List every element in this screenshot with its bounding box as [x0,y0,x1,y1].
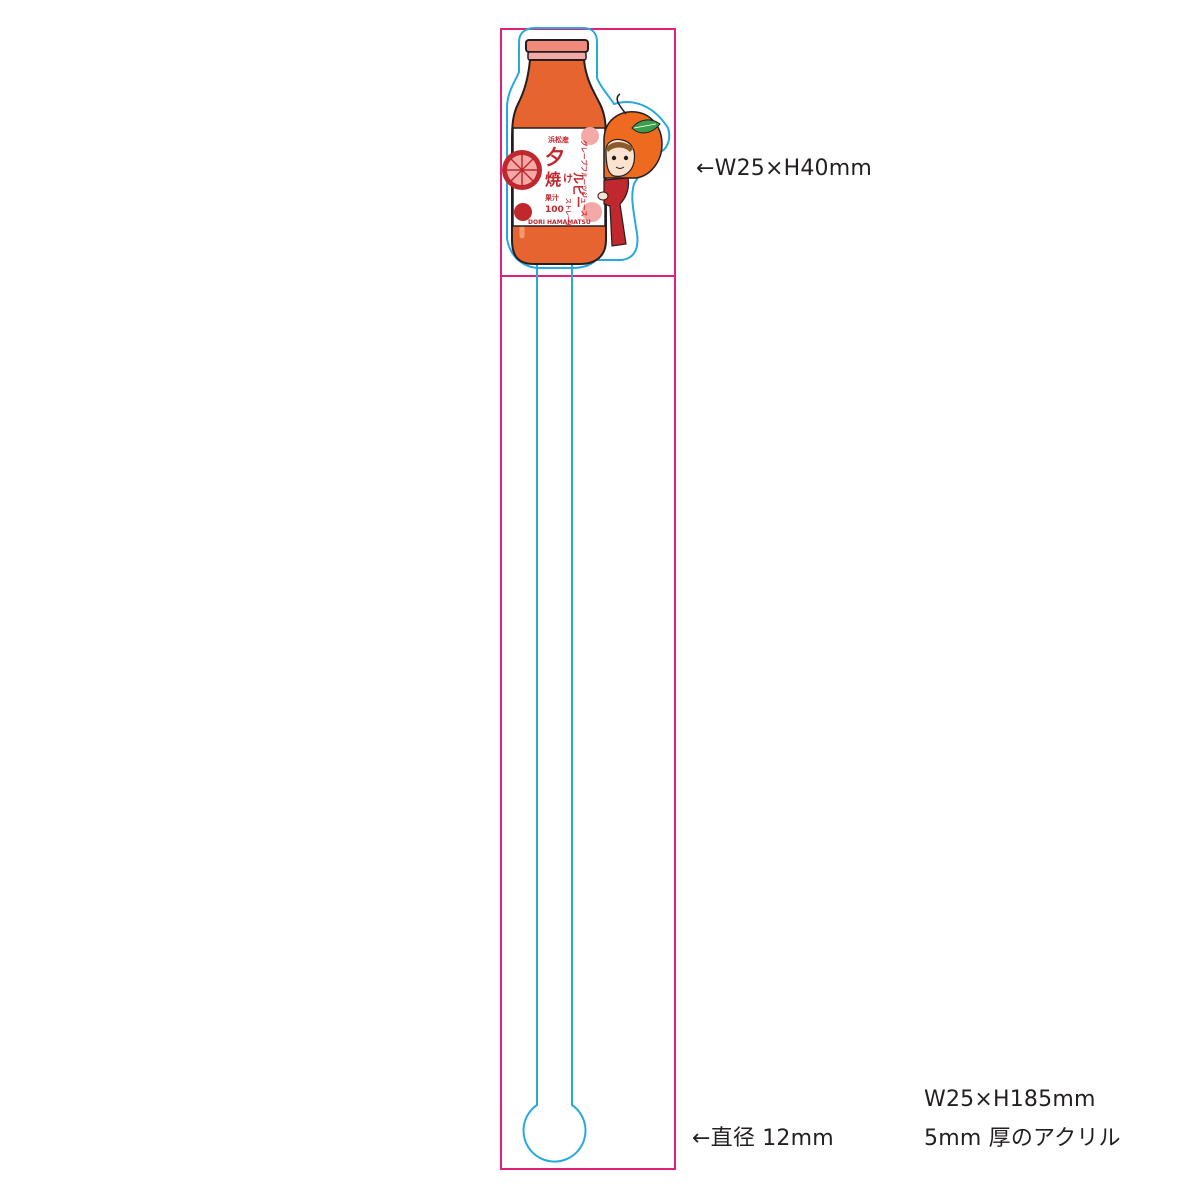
label-side-text: グレープフルーツジュース [580,140,589,217]
character-hair [606,142,634,152]
label-juice-note-2: ストレート [564,198,571,228]
leaf-vein [633,123,657,129]
bottle-cap [525,39,589,53]
label-footer: DORI HAMAMATSU [528,219,591,226]
label-kanji-top: 夕 [545,145,565,169]
label-kanji-second: 焼 [545,170,561,189]
character-hand [597,191,609,201]
character-mouth [615,166,625,169]
character-eye-right [623,155,629,161]
orange-hood-character-icon [597,93,663,247]
leaf-icon [631,119,661,134]
material-label: 5mm 厚のアクリル [924,1126,1121,1151]
character-eye-left [611,155,617,161]
grapefruit-slice-bottom-left [514,203,532,221]
stirrer-cut-line [522,262,587,1163]
character-antenna [616,93,627,115]
label-brand-top: 浜松産 [548,135,569,144]
juice-bottle-icon: 浜松産 夕 焼 け ルビー グレープフルーツジュース 果汁 100 ストレート … [502,39,607,265]
diameter-label: ←直径 12mm [692,1126,834,1151]
label-juice-percent: 100 [545,205,564,215]
label-juice-note-1: 果汁 [545,193,559,202]
label-kana-large: ルビー [571,172,586,208]
top-dimension-label: ←W25×H40mm [696,156,873,181]
bottle-cap-ring [527,51,587,61]
overall-size-label: W25×H185mm [924,1087,1096,1112]
head-cut-outline [506,27,671,269]
grapefruit-slice-bottom [582,202,602,222]
grapefruit-slice-top [581,127,599,145]
character-scarf [603,177,630,247]
grapefruit-slice-icon [502,127,602,222]
label-kana-small: け [563,173,573,185]
grapefruit-slice-left-segments [507,155,537,185]
leaf-shape [631,119,661,134]
